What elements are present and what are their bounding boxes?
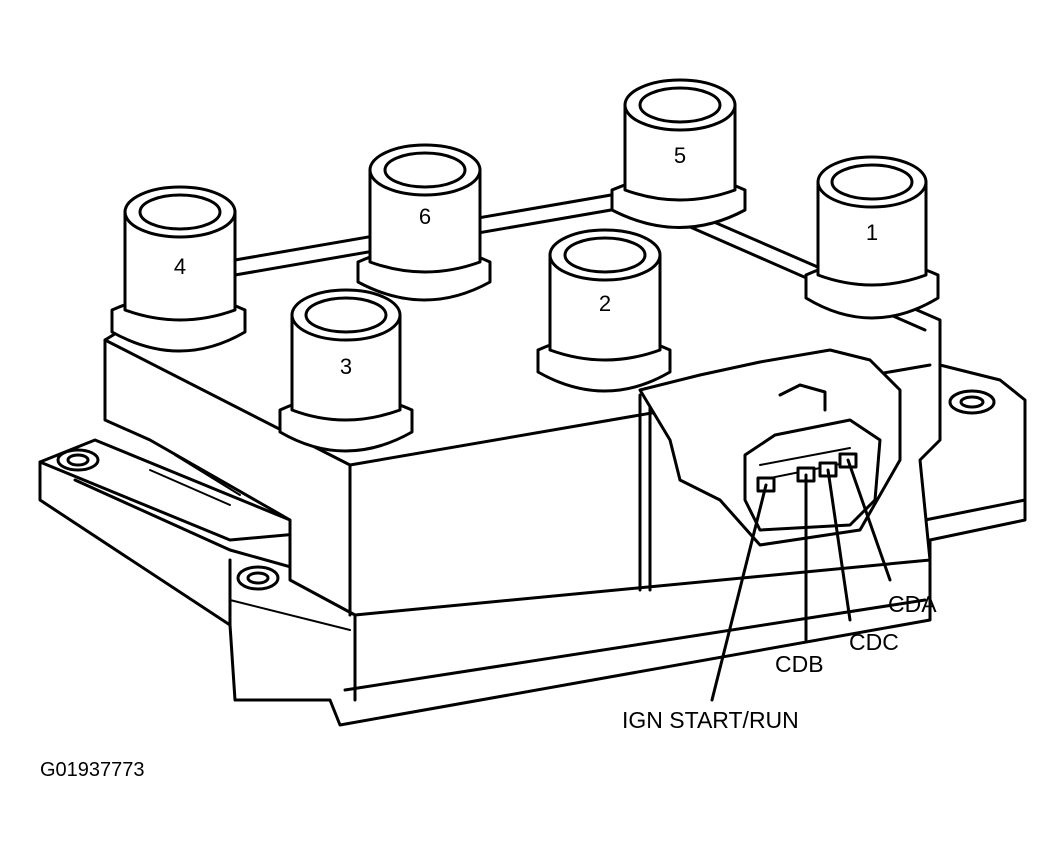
terminal-leader-lines bbox=[710, 458, 892, 702]
coil-tower-4 bbox=[110, 185, 247, 353]
tower-number-6: 6 bbox=[419, 204, 431, 229]
mounting-hole-right bbox=[948, 389, 996, 415]
label-cdb: CDB bbox=[775, 651, 824, 677]
mounting-hole-left bbox=[56, 448, 100, 472]
tower-number-4: 4 bbox=[174, 254, 186, 279]
coil-tower-3 bbox=[278, 288, 414, 453]
tower-number-1: 1 bbox=[866, 220, 878, 245]
coil-tower-6 bbox=[356, 143, 492, 302]
tower-number-5: 5 bbox=[674, 143, 686, 168]
tower-number-2: 2 bbox=[599, 291, 611, 316]
mounting-hole-front bbox=[236, 565, 280, 591]
electrical-connector[interactable] bbox=[638, 348, 902, 547]
coil-tower-5 bbox=[610, 78, 747, 229]
tower-number-3: 3 bbox=[340, 354, 352, 379]
coil-tower-2 bbox=[536, 228, 672, 393]
label-cda: CDA bbox=[888, 591, 937, 617]
figure-code: G01937773 bbox=[40, 759, 145, 781]
coil-tower-1 bbox=[804, 155, 940, 320]
label-cdc: CDC bbox=[849, 629, 899, 655]
label-ign-start-run: IGN START/RUN bbox=[622, 707, 799, 733]
